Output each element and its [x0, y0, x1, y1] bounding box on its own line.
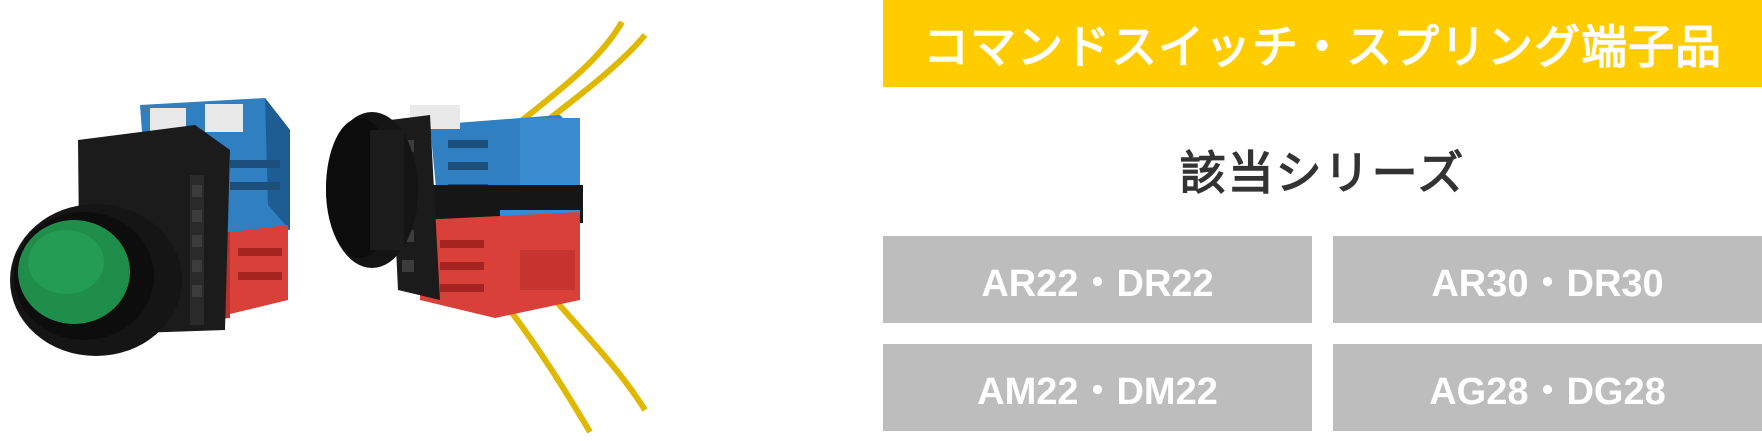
series-button-label: AR22・DR22: [981, 263, 1214, 305]
series-button-ar22-dr22[interactable]: AR22・DR22: [883, 236, 1312, 323]
series-button-ag28-dg28[interactable]: AG28・DG28: [1333, 344, 1762, 431]
series-button-label: AM22・DM22: [977, 371, 1218, 413]
product-photo: [10, 20, 648, 434]
series-button-ar30-dr30[interactable]: AR30・DR30: [1333, 236, 1762, 323]
series-button-label: AR30・DR30: [1431, 263, 1664, 305]
section-heading: 該当シリーズ: [883, 135, 1762, 205]
green-pushbutton-switch-icon: [10, 98, 290, 356]
wired-switch-assembly-icon: [326, 20, 648, 434]
section-heading-text: 該当シリーズ: [1179, 146, 1466, 200]
series-button-am22-dm22[interactable]: AM22・DM22: [883, 344, 1312, 431]
page-title-banner: コマンドスイッチ・スプリング端子品: [883, 0, 1762, 87]
page-title: コマンドスイッチ・スプリング端子品: [923, 19, 1722, 74]
series-button-label: AG28・DG28: [1429, 371, 1666, 413]
